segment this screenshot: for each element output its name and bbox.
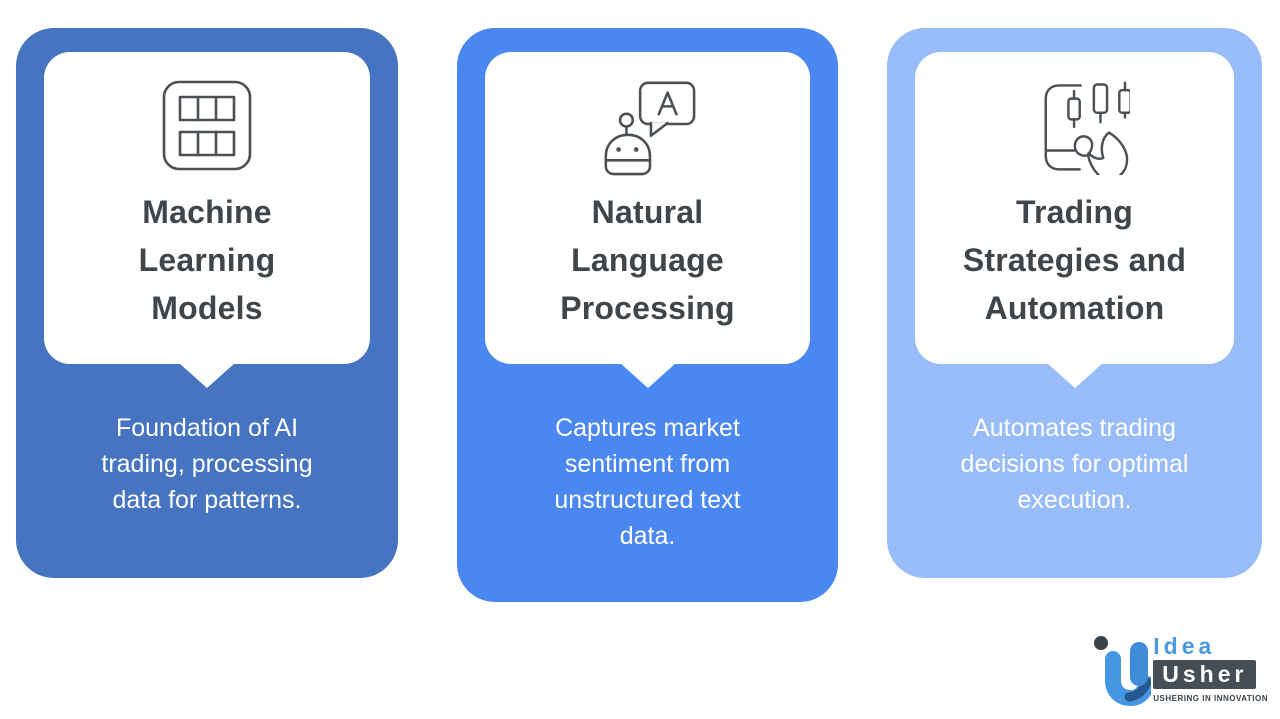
card-bubble: Machine Learning Models [44,52,370,364]
logo-brand-usher: Usher [1153,660,1257,689]
idea-usher-logo-text: Idea Usher USHERING IN INNOVATION [1153,630,1268,703]
card-machine-learning-models: Machine Learning Models Foundation of AI… [16,28,398,578]
bubble-tail [619,363,676,388]
idea-usher-logo: Idea Usher USHERING IN INNOVATION [1093,630,1268,706]
bubble-tail [1046,363,1103,388]
card-description: Captures market sentiment from unstructu… [554,414,741,550]
card-trading-strategies-automation: Trading Strategies and Automation Automa… [887,28,1262,578]
candlestick-hand-icon [1020,74,1130,176]
logo-brand-idea: Idea [1153,633,1216,659]
grid-table-icon [161,74,253,176]
idea-usher-logo-mark [1094,636,1152,706]
card-bubble: Trading Strategies and Automation [915,52,1234,364]
card-description: Automates trading decisions for optimal … [960,414,1189,514]
bubble-tail [179,363,235,388]
card-title: Trading Strategies and Automation [962,194,1187,326]
card-description: Foundation of AI trading, processing dat… [101,414,313,514]
card-bubble: Natural Language Processing [485,52,810,364]
card-natural-language-processing: Natural Language Processing Captures mar… [457,28,838,602]
card-title: Machine Learning Models [138,194,276,326]
logo-tagline: USHERING IN INNOVATION [1153,694,1268,703]
card-title: Natural Language Processing [560,194,735,326]
robot-chat-icon [594,74,702,176]
